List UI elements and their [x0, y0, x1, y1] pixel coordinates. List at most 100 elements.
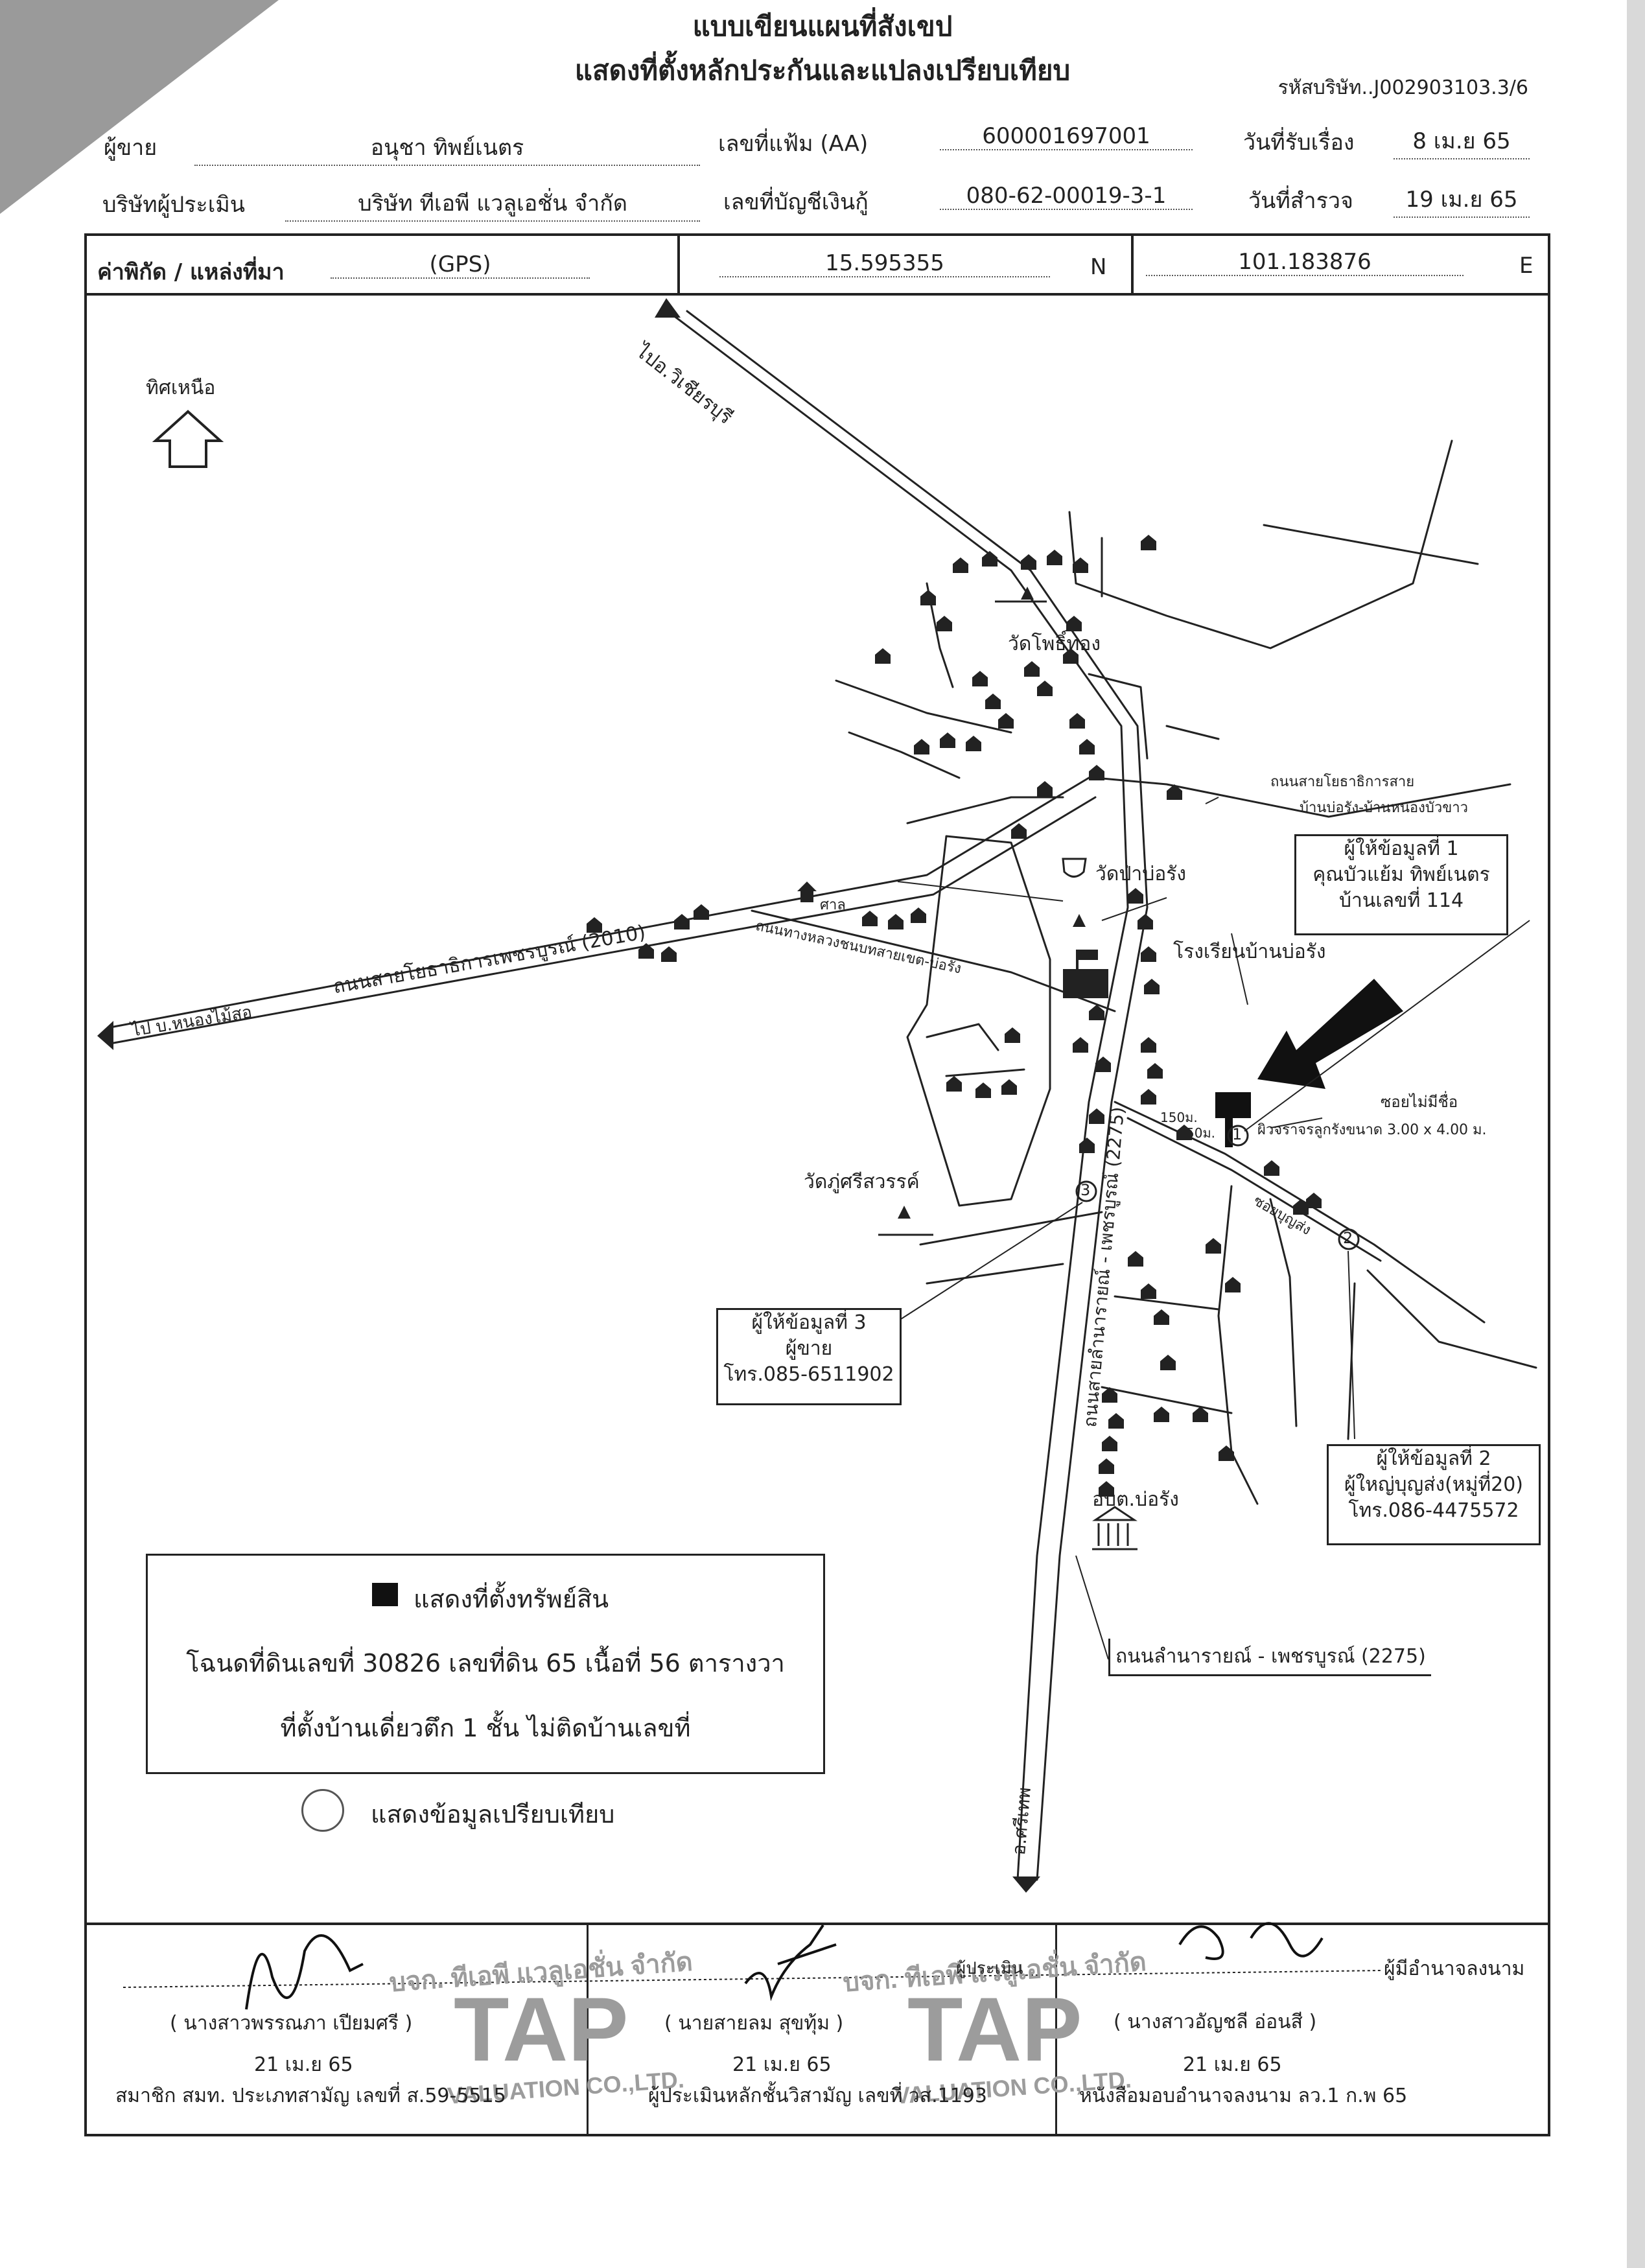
- map-frame: [84, 233, 1550, 2136]
- received-label: วันที่รับเรื่อง: [1243, 130, 1355, 156]
- north-label: ทิศเหนือ: [146, 377, 216, 399]
- obt-building-icon: [1092, 1506, 1138, 1550]
- legend-box: แสดงที่ตั้งทรัพย์สิน โฉนดที่ดินเลขที่ 30…: [146, 1554, 825, 1774]
- road-yotha-label-1: ถนนสายโยธาธิการสาย: [1270, 774, 1415, 790]
- informant-1-name: คุณบัวแย้ม ทิพย์เนตร: [1312, 863, 1490, 886]
- signer-1-name: ( นางสาวพรรณภา เปียมศรี ): [170, 2012, 413, 2035]
- stamp-2-big: TAP: [907, 1978, 1082, 2080]
- marker-1-number: 1: [1232, 1125, 1242, 1143]
- signer-2-date: 21 เม.ย 65: [732, 2053, 832, 2076]
- survey-value: 19 เม.ย 65: [1394, 181, 1530, 218]
- leader-school: [1101, 897, 1167, 921]
- property-pointer-arrow: [1257, 979, 1403, 1089]
- informant-3-phone: โทร.085-6511902: [723, 1363, 894, 1386]
- obt-label: อบต.บ่อรัง: [1092, 1488, 1179, 1511]
- house-icons: [587, 535, 1322, 1497]
- signer-2-name: ( นายสายลม สุขทุ้ม ): [664, 2012, 844, 2035]
- informant-2-box: ผู้ให้ข้อมูลที่ 2 ผู้ใหญ่บุญส่ง(หมู่ที่2…: [1327, 1444, 1541, 1545]
- survey-label: วันที่สำรวจ: [1248, 188, 1353, 214]
- property-marker-icon: [1215, 1092, 1251, 1147]
- received-value: 8 เม.ย 65: [1394, 123, 1530, 159]
- sala-icon: [797, 882, 817, 902]
- gps-source: (GPS): [331, 251, 590, 279]
- marker-2-circle: [1338, 1228, 1360, 1250]
- legend-deed-line: โฉนดที่ดินเลขที่ 30826 เลขที่ดิน 65 เนื้…: [186, 1649, 785, 1678]
- signer-1-date: 21 เม.ย 65: [254, 2053, 353, 2076]
- road-2010-north-edge: [109, 777, 1090, 1029]
- informant-3-box: ผู้ให้ข้อมูลที่ 3 ผู้ขาย โทร.085-6511902: [716, 1308, 902, 1405]
- informant-1-house: บ้านเลขที่ 114: [1338, 889, 1464, 912]
- sala-label: ศาล: [820, 897, 846, 913]
- informant-3-title: ผู้ให้ข้อมูลที่ 3: [751, 1311, 867, 1334]
- gps-lon-dir: E: [1519, 253, 1534, 279]
- wat-pabor-label: วัดป่าบ่อรัง: [1095, 863, 1187, 885]
- appraiser-value: บริษัท ทีเอพี แวลูเอชั่น จำกัด: [285, 185, 700, 222]
- marker-3-number: 3: [1080, 1181, 1091, 1199]
- file-no-value: 600001697001: [940, 123, 1193, 150]
- distance-50-label: 50ม.: [1186, 1125, 1215, 1141]
- gps-divider-1: [677, 233, 680, 296]
- marker-1-circle: [1227, 1125, 1249, 1147]
- folded-corner: [0, 0, 279, 214]
- loan-value: 080-62-00019-3-1: [940, 183, 1193, 210]
- signer-3-date: 21 เม.ย 65: [1183, 2053, 1282, 2076]
- gps-lat-dir: N: [1090, 254, 1107, 280]
- handwritten-signature-marks: [245, 1922, 1324, 2010]
- owner-label: ผู้ขาย: [104, 135, 158, 161]
- gps-row: [84, 233, 1550, 296]
- legend-comparison-label: แสดงข้อมูลเปรียบเทียบ: [371, 1800, 615, 1829]
- road-2010-south-edge: [109, 796, 1097, 1045]
- company-code: รหัสบริษัท..J002903103.3/6: [1278, 76, 1528, 99]
- document-subtitle: แสดงที่ตั้งหลักประกันและแปลงเปรียบเทียบ: [574, 54, 1071, 86]
- arrow-to-nongmaisor: [97, 1021, 113, 1050]
- property-square-icon: [372, 1583, 398, 1606]
- comparison-circle-icon: [301, 1789, 344, 1832]
- file-no-label: เลขที่แฟ้ม (AA): [718, 131, 869, 157]
- signer-2-cert: ผู้ประเมินหลักชั้นวิสามัญ เลขที่ วส.1193: [648, 2085, 987, 2107]
- leader-road-2275: [1075, 1555, 1109, 1660]
- legend-building-line: ที่ตั้งบ้านเดี่ยวตึก 1 ชั้น ไม่ติดบ้านเล…: [280, 1714, 691, 1742]
- wat-phothong-label: วัดโพธิ์ทอง: [1008, 633, 1101, 655]
- leader-informant2: [1348, 1250, 1355, 1440]
- marker-2-number: 2: [1343, 1229, 1353, 1247]
- signer-1-cert: สมาชิก สมท. ประเภทสามัญ เลขที่ ส.59-5515: [115, 2085, 506, 2107]
- road-2275-bottom-label: ถนนลำนารายณ์ - เพชรบูรณ์ (2275): [1108, 1639, 1431, 1676]
- road-2275-east-edge: [686, 310, 1149, 1881]
- informant-1-box: ผู้ให้ข้อมูลที่ 1 คุณบัวแย้ม ทิพย์เนตร บ…: [1294, 834, 1508, 935]
- marker-3-circle: [1075, 1180, 1097, 1202]
- wat-phusri-label: วัดภู่ศรีสวรรค์: [804, 1171, 920, 1193]
- temple-icons: [898, 587, 1086, 1219]
- signer-3-name: ( นางสาวอัญชลี อ่อนสี ): [1114, 2011, 1317, 2033]
- signature-col-divider-1: [587, 1923, 589, 2136]
- crest-icon: [1062, 858, 1087, 878]
- informant-3-name: ผู้ขาย: [785, 1337, 833, 1360]
- arrow-to-sithep: [1012, 1876, 1040, 1893]
- appraiser-signer-label: ผู้ประเมิน: [956, 1959, 1023, 1978]
- gps-divider-2: [1131, 233, 1134, 296]
- legend-property-label: แสดงที่ตั้งทรัพย์สิน: [414, 1585, 609, 1613]
- leader-informant1: [1231, 933, 1248, 1005]
- authorized-signer-label: ผู้มีอำนาจลงนาม: [1384, 1958, 1525, 1980]
- signature-col-divider-2: [1055, 1923, 1057, 2136]
- arrow-to-wichian: [655, 298, 681, 318]
- stamp-1-big: TAP: [454, 1978, 629, 2080]
- gps-label: ค่าพิกัด / แหล่งที่มา: [97, 259, 285, 285]
- north-arrow-icon: [152, 410, 224, 468]
- road-yotha-label-2: บ้านบ่อรัง-บ้านหนองบัวขาว: [1300, 800, 1468, 816]
- leader-wat-pabor: [897, 881, 1064, 902]
- gps-lon: 101.183876: [1146, 249, 1464, 276]
- scan-edge: [1627, 0, 1645, 2268]
- informant-1-title: ผู้ให้ข้อมูลที่ 1: [1344, 837, 1459, 860]
- road-surface-label: ผิวจราจรลูกรังขนาด 3.00 x 4.00 ม.: [1257, 1122, 1487, 1138]
- informant-2-phone: โทร.086-4475572: [1348, 1499, 1519, 1522]
- owner-value: อนุชา ทิพย์เนตร: [194, 130, 700, 166]
- document-title: แบบเขียนแผนที่สังเขป: [692, 10, 953, 42]
- signer-3-cert: หนังสือมอบอำนาจลงนาม ลว.1 ก.พ 65: [1079, 2085, 1408, 2107]
- school-label: โรงเรียนบ้านบ่อรัง: [1173, 941, 1326, 963]
- loan-label: เลขที่บัญชีเงินกู้: [723, 189, 869, 215]
- soi-unnamed-label: ซอยไม่มีชื่อ: [1381, 1093, 1458, 1111]
- informant-2-name: ผู้ใหญ่บุญส่ง(หมู่ที่20): [1344, 1473, 1524, 1496]
- gps-lat: 15.595355: [719, 250, 1050, 277]
